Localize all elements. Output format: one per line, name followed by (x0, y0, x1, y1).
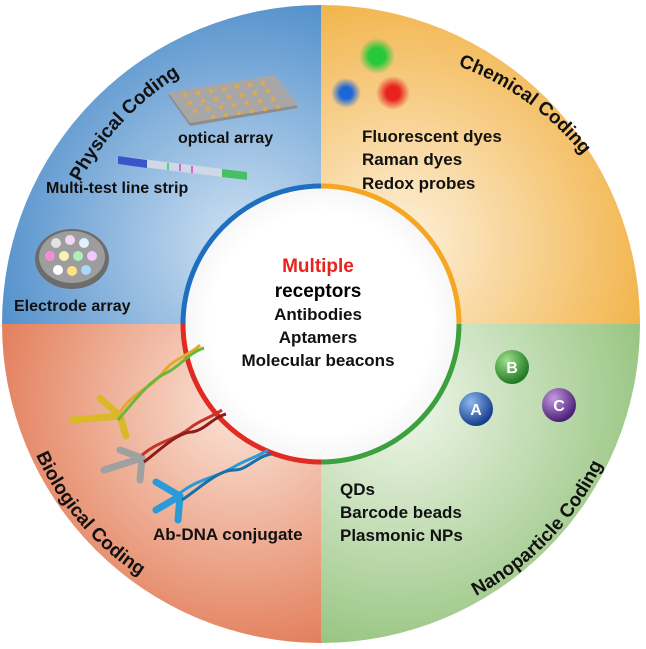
electrode-array-icon (35, 229, 109, 289)
ab-dna-conjugate-gray-icon (100, 408, 227, 484)
ring-orange-segment (320, 183, 462, 325)
nanoparticle-a-icon: A (459, 392, 493, 426)
nanoparticle-b-icon: B (495, 350, 529, 384)
center-item-aptamers: Aptamers (279, 328, 357, 347)
line-strip-icon (118, 156, 247, 180)
ab-dna-conjugate-blue-icon (152, 448, 273, 524)
nanoparticle-item-barcode-beads: Barcode beads (340, 503, 462, 522)
optical-array-icon (168, 75, 298, 126)
ab-dna-conjugate-label: Ab-DNA conjugate (153, 525, 303, 544)
fluorescent-dye-glow-icon (331, 38, 410, 110)
ring-green-segment (320, 323, 462, 465)
chemical-item-raman-dyes: Raman dyes (362, 150, 462, 169)
center-title: Multiple (282, 256, 354, 277)
chemical-item-fluorescent-dyes: Fluorescent dyes (362, 127, 502, 146)
nanoparticle-c-icon: C (542, 388, 576, 422)
ring-blue-segment (180, 183, 322, 325)
center-subtitle: receptors (275, 281, 362, 302)
chemical-item-redox-probes: Redox probes (362, 174, 475, 193)
svg-text:C: C (553, 398, 565, 415)
svg-text:A: A (470, 402, 482, 419)
nanoparticle-item-plasmonic-nps: Plasmonic NPs (340, 526, 463, 545)
optical-array-label: optical array (178, 130, 273, 147)
center-item-antibodies: Antibodies (274, 305, 362, 324)
nanoparticle-item-qds: QDs (340, 480, 375, 499)
electrode-array-label: Electrode array (14, 298, 131, 315)
line-strip-label: Multi-test line strip (46, 180, 188, 197)
center-item-molecular-beacons: Molecular beacons (241, 351, 394, 370)
center-disc (183, 186, 459, 462)
ab-dna-conjugate-yellow-icon (68, 343, 205, 440)
svg-text:B: B (506, 360, 518, 377)
